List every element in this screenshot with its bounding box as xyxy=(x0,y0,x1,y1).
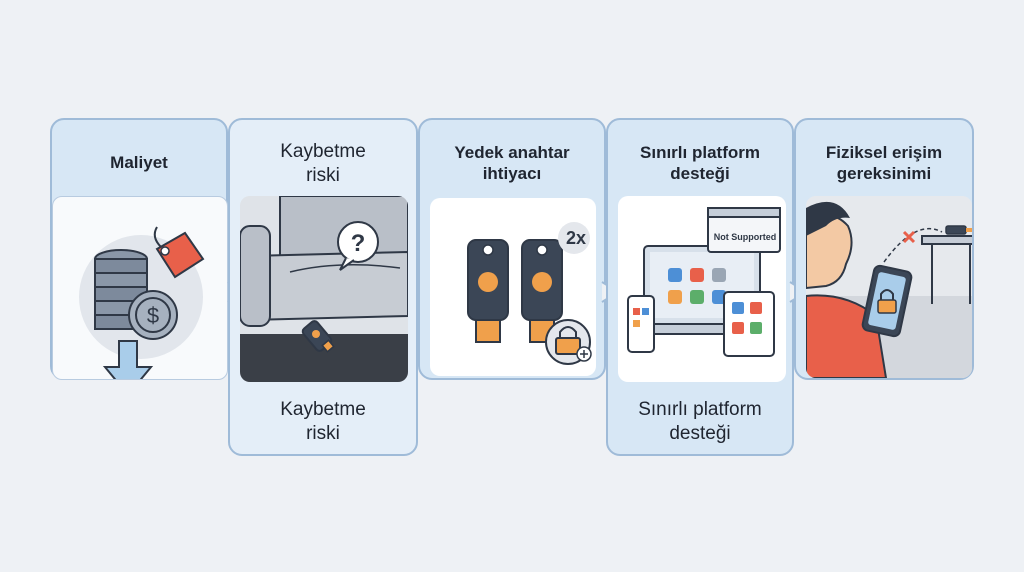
multiplier-badge: 2x xyxy=(565,228,587,248)
phone-icon xyxy=(627,295,655,353)
security-key-icon xyxy=(301,320,335,353)
step-caption-loss-risk: Kaybetme riski xyxy=(280,399,366,444)
loss-risk-illustration-panel: ? xyxy=(240,196,408,382)
backup-key-illustration-panel xyxy=(430,198,596,376)
not-supported-popup xyxy=(707,207,781,253)
step-title-backup-key: Yedek anahtar ihtiyacı xyxy=(454,143,570,183)
step-title-platform-support: Sınırlı platform desteği xyxy=(640,143,760,183)
step-title-cost: Maliyet xyxy=(110,153,168,172)
step-card-cost: Maliyet $ xyxy=(50,118,228,380)
phone-lock-icon xyxy=(861,264,913,338)
question-bubble-icon: ? xyxy=(337,221,379,271)
physical-access-illustration-panel xyxy=(806,196,972,378)
dollar-coin-icon: $ xyxy=(128,290,178,340)
not-supported-popup-text: Not Supported xyxy=(713,232,777,242)
cost-illustration-panel: $ xyxy=(52,196,228,380)
price-tag-icon xyxy=(153,226,205,279)
table-icon xyxy=(921,235,972,304)
step-card-physical-access: Fiziksel erişim gereksinimi xyxy=(794,118,974,380)
step-card-platform-support: Sınırlı platform desteği xyxy=(606,118,794,456)
svg-text:$: $ xyxy=(147,303,159,328)
step-title-loss-risk: Kaybetme riski xyxy=(280,141,366,186)
cross-icon xyxy=(902,230,916,244)
step-title-physical-access: Fiziksel erişim gereksinimi xyxy=(825,143,943,183)
tablet-icon xyxy=(723,291,775,357)
svg-text:?: ? xyxy=(351,230,366,257)
security-key-icon xyxy=(945,225,972,235)
step-card-loss-risk: Kaybetme riski ? Kaybetme riski xyxy=(228,118,418,456)
security-key-icon xyxy=(467,239,509,343)
lock-add-icon xyxy=(545,319,592,365)
platform-illustration-panel xyxy=(618,196,786,382)
down-arrow-icon xyxy=(102,340,154,379)
step-caption-platform-support: Sınırlı platform desteği xyxy=(638,399,762,444)
step-card-backup-key: Yedek anahtar ihtiyacı xyxy=(418,118,606,380)
